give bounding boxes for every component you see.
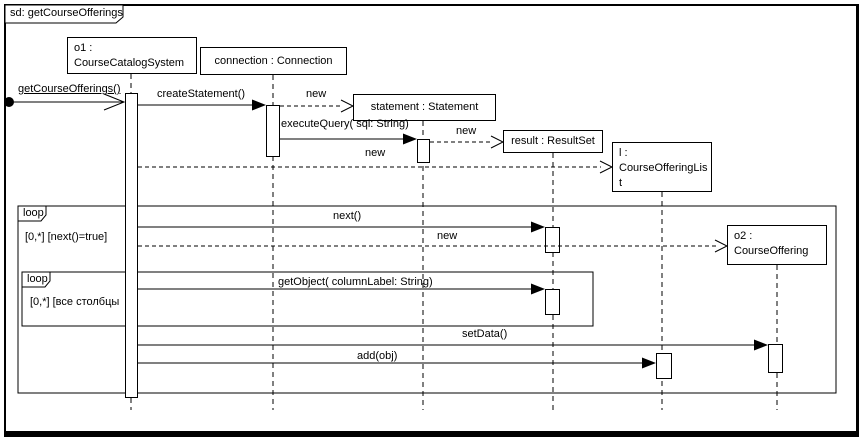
filled-arrowhead-icon bbox=[252, 99, 266, 111]
message-label-executequery: executeQuery( sql: String) bbox=[281, 118, 409, 130]
message-label-new-list: new bbox=[365, 147, 386, 159]
activation-statement bbox=[417, 139, 430, 163]
object-box-courseofferinglist: l : CourseOfferingLis t bbox=[612, 142, 712, 192]
open-arrowhead-icon bbox=[340, 99, 355, 113]
object-label: CourseOfferingLis bbox=[619, 162, 708, 174]
object-box-result: result : ResultSet bbox=[503, 130, 603, 153]
message-label-getcourseofferings: getCourseOfferings() bbox=[18, 83, 121, 95]
inner-loop-pentagon bbox=[21, 271, 51, 288]
filled-arrowhead-icon bbox=[403, 133, 417, 145]
message-label-createstatement: createStatement() bbox=[157, 88, 246, 100]
activation-connection bbox=[266, 105, 280, 157]
outer-loop-frame bbox=[17, 205, 837, 394]
object-label: CourseCatalogSystem bbox=[74, 57, 185, 69]
outer-loop-pentagon bbox=[17, 205, 47, 222]
inner-loop-guard: [0,*] [все столбцы bbox=[30, 296, 120, 308]
found-message-circle bbox=[4, 97, 14, 107]
activation-result-getobject bbox=[545, 289, 560, 315]
outer-loop-label: loop bbox=[23, 207, 44, 219]
title-pentagon bbox=[4, 4, 124, 24]
filled-arrowhead-icon bbox=[754, 339, 768, 351]
message-label-next: next() bbox=[333, 210, 362, 222]
object-label: l : bbox=[619, 147, 628, 159]
object-box-statement: statement : Statement bbox=[353, 94, 496, 121]
message-label-getobject: getObject( columnLabel: String) bbox=[278, 276, 433, 288]
object-label: CourseOffering bbox=[734, 245, 809, 257]
activation-result-next bbox=[545, 227, 560, 253]
message-label-new-statement: new bbox=[306, 88, 327, 100]
open-arrowhead-icon bbox=[599, 160, 614, 174]
object-box-o2: o2 : CourseOffering bbox=[727, 225, 827, 265]
open-arrowhead-icon bbox=[103, 93, 126, 111]
activation-o2-setdata bbox=[768, 344, 783, 373]
message-label-add: add(obj) bbox=[357, 350, 398, 362]
inner-loop-frame bbox=[21, 271, 594, 327]
object-box-o1: o1 : CourseCatalogSystem bbox=[67, 37, 197, 74]
object-label: t bbox=[619, 177, 623, 189]
object-label: o2 : bbox=[734, 230, 753, 242]
filled-arrowhead-icon bbox=[531, 283, 545, 295]
message-label-setdata: setData() bbox=[462, 328, 508, 340]
outer-loop-guard: [0,*] [next()=true] bbox=[25, 231, 108, 243]
open-arrowhead-icon bbox=[490, 135, 505, 149]
activation-o1 bbox=[125, 93, 138, 398]
object-label: statement : Statement bbox=[370, 101, 479, 113]
message-label-new-o2: new bbox=[437, 230, 458, 242]
object-label: result : ResultSet bbox=[511, 135, 595, 147]
object-label: connection : Connection bbox=[214, 54, 333, 67]
message-label-new-result: new bbox=[456, 125, 477, 137]
activation-list-add bbox=[656, 353, 672, 379]
open-arrowhead-icon bbox=[714, 239, 729, 253]
object-label: o1 : bbox=[74, 42, 93, 54]
inner-loop-label: loop bbox=[27, 273, 48, 285]
filled-arrowhead-icon bbox=[642, 357, 656, 369]
diagram-border-frame bbox=[4, 4, 859, 437]
diagram-title: sd: getCourseOfferings bbox=[10, 7, 123, 19]
object-box-connection: connection : Connection bbox=[200, 47, 347, 75]
filled-arrowhead-icon bbox=[531, 221, 545, 233]
